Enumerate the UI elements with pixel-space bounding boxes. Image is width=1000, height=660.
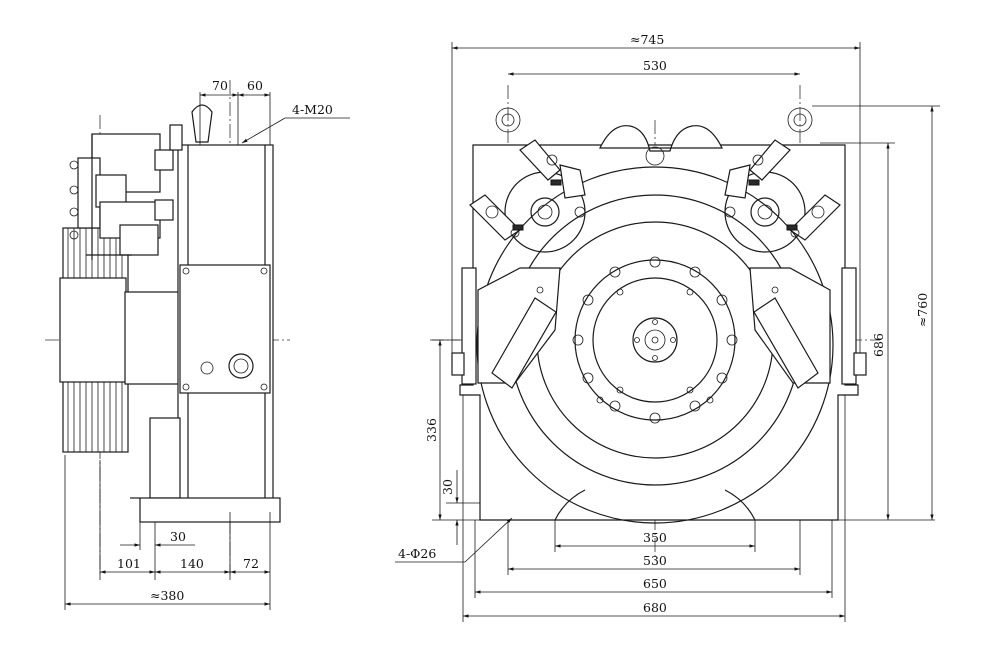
side-dim-70: 70 [212, 78, 228, 93]
side-dim-30: 30 [170, 529, 186, 544]
front-dim-530-top: 530 [643, 58, 667, 73]
brake-assembly [69, 133, 174, 260]
motor-body [124, 104, 281, 523]
side-dim-overall: ≈380 [150, 588, 184, 603]
front-dim-350: 350 [643, 530, 667, 545]
right-top-brake [724, 107, 841, 253]
side-dim-140: 140 [180, 556, 204, 571]
side-view: 70 60 4-M20 30 101 140 72 ≈38 [45, 78, 350, 610]
thread-label: 4-M20 [292, 102, 333, 117]
brake-clamps [477, 267, 831, 389]
front-view: ≈745 530 686 ≈760 336 30 [395, 32, 940, 622]
front-dimensions: ≈745 530 686 ≈760 336 30 [395, 32, 940, 622]
front-dim-30: 30 [440, 479, 455, 495]
side-dimensions: 70 60 4-M20 30 101 140 72 ≈38 [64, 78, 350, 610]
bolt-holes [572, 256, 738, 424]
side-dim-60: 60 [247, 78, 263, 93]
front-dim-530-bottom: 530 [643, 553, 667, 568]
side-dim-101: 101 [117, 556, 141, 571]
front-dim-680: 680 [643, 600, 667, 615]
left-top-brake [469, 107, 586, 253]
base-feet [554, 489, 756, 521]
sheave-grooves [59, 227, 129, 453]
front-dim-336: 336 [424, 418, 439, 442]
front-dim-650: 650 [643, 576, 667, 591]
hole-label: 4-Φ26 [398, 546, 436, 561]
front-dim-745: ≈745 [630, 32, 664, 47]
side-dim-72: 72 [243, 556, 259, 571]
front-dim-686: 686 [871, 333, 886, 357]
front-dim-760: ≈760 [915, 293, 930, 327]
